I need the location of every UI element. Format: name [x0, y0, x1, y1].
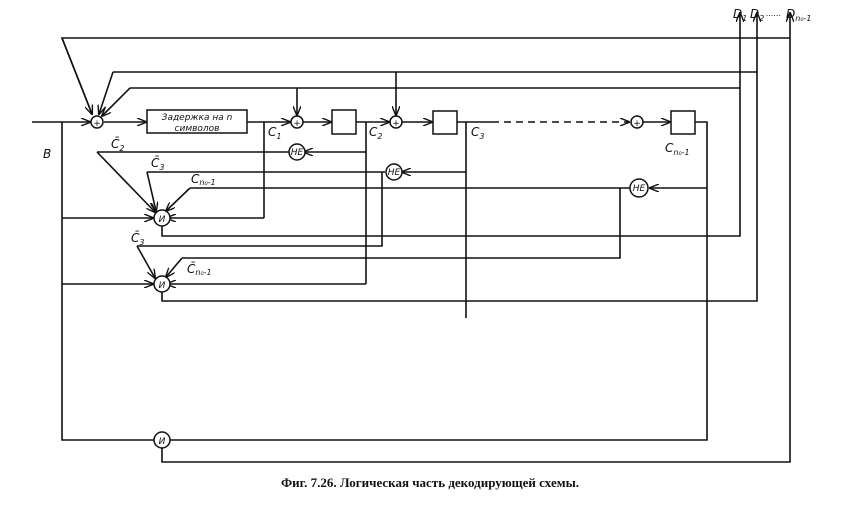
output-dn: Dn₀-1 [786, 7, 812, 23]
label-c3-bar-a: C̄3 [151, 156, 164, 172]
not-gate-2: НЕ [385, 163, 403, 181]
label-cn-bar-a: C̄n₀-1 [191, 172, 216, 187]
label-cn: Cn₀-1 [665, 141, 690, 157]
and-gate-3: И [153, 431, 171, 449]
output-d1: D1 [733, 7, 747, 23]
svg-text:И: И [159, 281, 166, 291]
label-c2: C2 [369, 125, 382, 141]
svg-text:И: И [159, 437, 166, 447]
shift-cell-2 [331, 109, 357, 135]
and-gate-1: И [153, 209, 171, 227]
input-label: B [43, 147, 51, 161]
not-gate-3: НЕ [629, 178, 649, 198]
svg-text:НЕ: НЕ [633, 184, 646, 194]
svg-text:+: + [633, 119, 641, 129]
delay-box: Задержка на n символов [146, 109, 248, 134]
svg-text:+: + [93, 119, 101, 129]
label-c3-bar-b: C̄3 [131, 231, 144, 247]
xor-gate-1: + [90, 115, 104, 129]
shift-cell-3 [432, 110, 458, 135]
not-gate-1: НЕ [288, 143, 306, 161]
xor-gate-3: + [389, 115, 403, 129]
figure-caption: Фиг. 7.26. Логическая часть декодирующей… [281, 475, 579, 490]
svg-text:+: + [293, 119, 301, 129]
svg-text:И: И [159, 215, 166, 225]
output-d2: D2 [750, 7, 764, 23]
svg-text:Задержка на n: Задержка на n [162, 113, 233, 123]
shift-cell-n [670, 110, 696, 135]
output-ellipsis: ...... [766, 9, 781, 18]
xor-gate-n: + [630, 115, 644, 129]
label-c3: C3 [471, 125, 484, 141]
svg-text:НЕ: НЕ [291, 148, 304, 158]
wires [32, 13, 790, 463]
and-gate-2: И [153, 275, 171, 293]
label-c2-bar: C̄2 [111, 137, 124, 153]
label-c1: C1 [268, 125, 281, 141]
svg-text:НЕ: НЕ [388, 168, 401, 178]
xor-gate-2: + [290, 115, 304, 129]
svg-text:+: + [392, 119, 400, 129]
svg-text:символов: символов [175, 124, 220, 134]
label-cn-bar-b: C̄n₀-1 [187, 262, 212, 277]
